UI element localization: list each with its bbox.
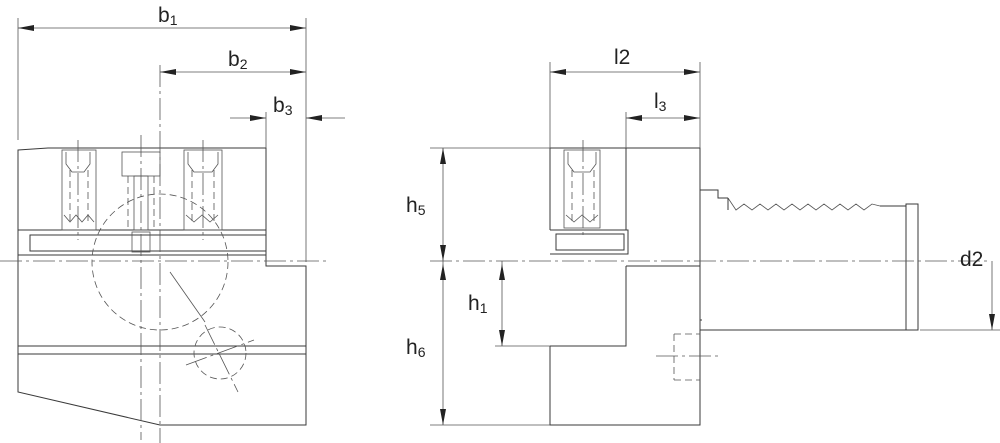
dimensions-right — [430, 62, 1000, 426]
label-h1: h1 — [468, 292, 488, 316]
front-view — [0, 65, 330, 443]
bolt-center — [121, 135, 161, 440]
bolt-right — [183, 140, 223, 240]
label-l2: l2 — [614, 46, 630, 69]
label-b3: b3 — [273, 94, 293, 118]
threaded-shank — [700, 189, 919, 331]
label-l3: l3 — [654, 90, 667, 114]
label-h5: h5 — [406, 194, 426, 218]
label-b2: b2 — [228, 48, 248, 72]
label-d2: d2 — [960, 248, 983, 271]
bolt-side — [563, 140, 601, 238]
label-h6: h6 — [406, 336, 426, 360]
side-view — [430, 140, 990, 426]
dimensions-left — [17, 18, 345, 262]
label-b1: b1 — [158, 4, 178, 28]
bolt-left — [61, 140, 97, 240]
